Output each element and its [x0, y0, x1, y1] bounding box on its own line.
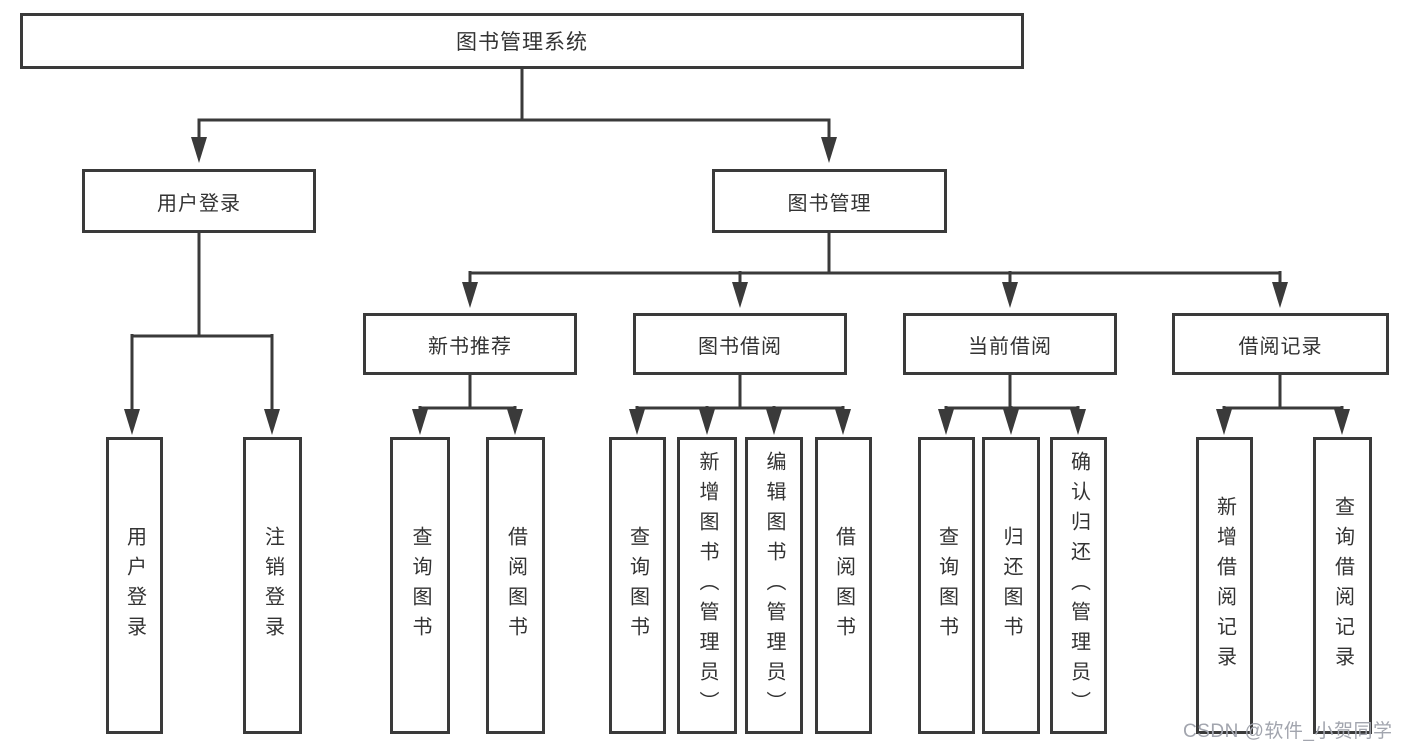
node-label: 查询图书 — [409, 525, 431, 646]
node-label: 编辑图书（管理员） — [763, 450, 785, 721]
arrow-down-icon — [124, 137, 1350, 435]
node-label: 确认归还（管理员） — [1067, 450, 1090, 721]
node-label: 查询借阅记录 — [1331, 495, 1354, 676]
node-label: 归还图书 — [1000, 525, 1022, 646]
leaf-borrow-borrow-books: 借阅图书 — [815, 437, 872, 734]
node-label: 图书管理系统 — [456, 31, 588, 54]
node-label: 新增图书（管理员） — [696, 450, 718, 721]
leaf-recommend-query-books: 查询图书 — [390, 437, 450, 734]
node-current-borrowing: 当前借阅 — [903, 313, 1117, 375]
leaf-current-return-books: 归还图书 — [982, 437, 1040, 734]
node-label: 图书借阅 — [698, 335, 782, 358]
node-label: 借阅记录 — [1238, 335, 1323, 358]
node-label: 新增借阅记录 — [1213, 495, 1236, 676]
node-label: 查询图书 — [935, 525, 958, 646]
node-label: 当前借阅 — [968, 335, 1052, 358]
leaf-records-query-record: 查询借阅记录 — [1313, 437, 1372, 734]
leaf-recommend-borrow-books: 借阅图书 — [486, 437, 545, 734]
node-label: 查询图书 — [626, 525, 649, 646]
node-library-management-system: 图书管理系统 — [20, 13, 1024, 69]
node-label: 用户登录 — [157, 192, 241, 215]
node-label: 图书管理 — [787, 192, 872, 215]
leaf-user-login: 用户登录 — [106, 437, 163, 734]
leaf-records-add-record: 新增借阅记录 — [1196, 437, 1253, 734]
leaf-borrow-edit-books-admin: 编辑图书（管理员） — [745, 437, 803, 734]
node-label: 借阅图书 — [832, 525, 855, 646]
leaf-borrow-add-books-admin: 新增图书（管理员） — [677, 437, 737, 734]
node-new-book-recommendation: 新书推荐 — [363, 313, 577, 375]
node-book-management: 图书管理 — [712, 169, 947, 233]
csdn-watermark: CSDN @软件_小贺同学 — [1183, 721, 1393, 742]
node-label: 注销登录 — [261, 525, 284, 646]
node-borrowing-records: 借阅记录 — [1172, 313, 1389, 375]
leaf-logout: 注销登录 — [243, 437, 302, 734]
node-book-borrowing: 图书借阅 — [633, 313, 847, 375]
node-label: 借阅图书 — [504, 525, 527, 646]
leaf-current-confirm-return-admin: 确认归还（管理员） — [1050, 437, 1107, 734]
node-label: 用户登录 — [123, 525, 146, 646]
node-label: 新书推荐 — [428, 335, 512, 358]
node-user-login: 用户登录 — [82, 169, 316, 233]
leaf-borrow-query-books: 查询图书 — [609, 437, 666, 734]
leaf-current-query-books: 查询图书 — [918, 437, 975, 734]
